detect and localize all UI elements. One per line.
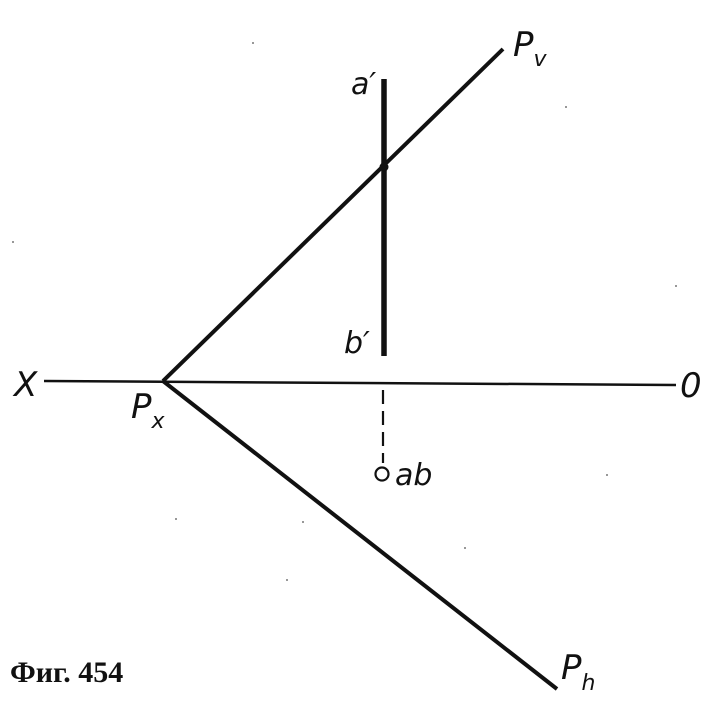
- label-o-axis: 0: [680, 366, 702, 406]
- pv-trace-line: [161, 47, 505, 383]
- label-px: Px: [131, 387, 166, 434]
- figure-caption: Фиг. 454: [10, 656, 123, 689]
- point-ab-marker: [374, 466, 390, 482]
- label-a-prime: a′: [351, 67, 376, 102]
- label-pv: Pv: [513, 25, 548, 72]
- label-x-axis: X: [12, 365, 38, 405]
- ph-trace-line: [161, 379, 559, 691]
- intersection-point: [379, 162, 389, 172]
- scan-noise: [12, 42, 677, 581]
- label-b-prime: b′: [344, 326, 370, 361]
- label-ph: Ph: [561, 648, 595, 696]
- x-axis-line: [43, 379, 677, 387]
- label-ab: ab: [395, 458, 432, 493]
